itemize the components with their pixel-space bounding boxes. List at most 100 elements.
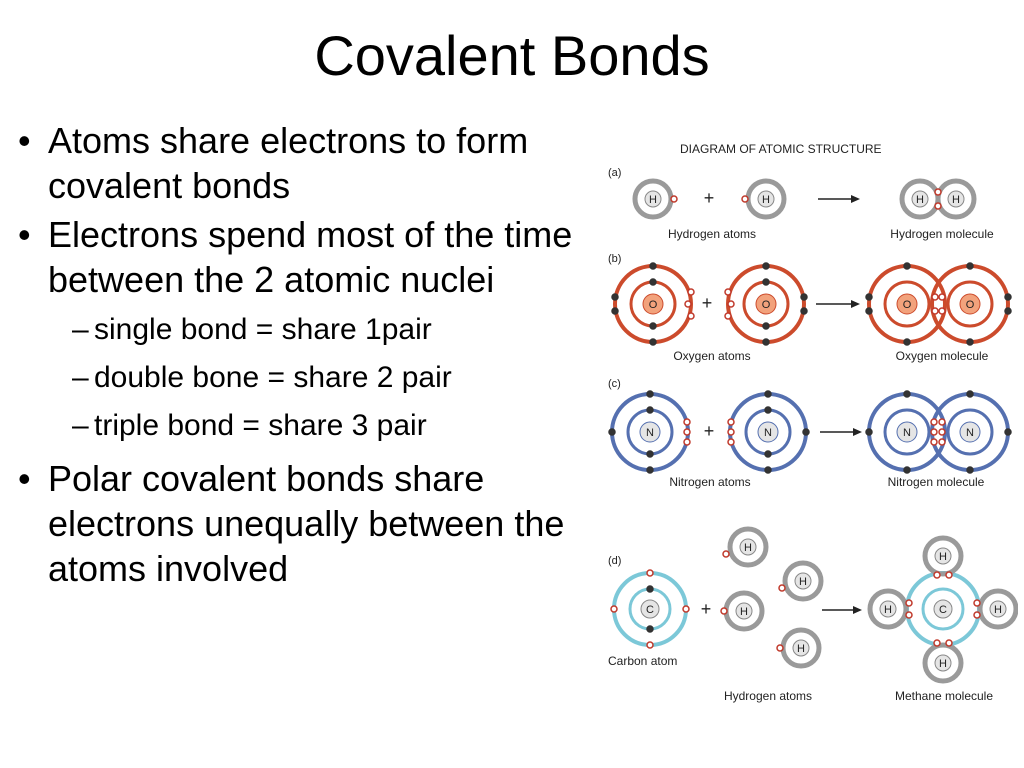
sub-bullet-item: – double bone = share 2 pair	[18, 360, 588, 396]
methane-molecule-caption: Methane molecule	[895, 689, 993, 703]
nitrogen-molecule-caption: Nitrogen molecule	[888, 475, 985, 489]
element-symbol: H	[740, 606, 748, 618]
shared-electron	[687, 288, 695, 296]
bullet-item: • Polar covalent bonds share electrons u…	[18, 456, 588, 591]
element-symbol: H	[649, 194, 657, 206]
electron	[646, 390, 654, 398]
shared-electron	[724, 288, 732, 296]
hydrogen-shell	[727, 526, 769, 568]
shared-electron	[930, 438, 938, 446]
shared-electron	[905, 611, 913, 619]
hydrogen-nucleus	[947, 190, 965, 208]
panel-b-letter: (b)	[608, 253, 621, 265]
nitrogen-nucleus	[639, 421, 661, 443]
electron	[903, 466, 911, 474]
reaction-arrow-d	[822, 606, 862, 614]
shared-electron	[934, 188, 942, 196]
element-symbol: C	[939, 604, 947, 616]
electron	[611, 307, 619, 315]
shared-electron	[933, 639, 941, 647]
shared-electron	[683, 428, 691, 436]
nitrogen-atoms-caption: Nitrogen atoms	[669, 475, 750, 489]
electron	[865, 293, 873, 301]
hydrogen-nucleus	[739, 538, 757, 556]
electron	[802, 428, 810, 436]
electron	[1004, 293, 1012, 301]
electron	[865, 307, 873, 315]
bullet-marker: •	[18, 214, 31, 255]
electron	[1004, 428, 1012, 436]
oxygen-nucleus	[896, 293, 918, 315]
shared-electron	[727, 438, 735, 446]
shared-electron	[945, 571, 953, 579]
oxygen-nucleus	[642, 293, 664, 315]
shared-electron	[973, 611, 981, 619]
element-symbol: O	[903, 299, 912, 311]
electron	[649, 322, 657, 330]
shared-electron	[646, 641, 654, 649]
hydrogen-nucleus	[792, 639, 810, 657]
hydrogen-shell	[977, 588, 1018, 630]
nitrogen-inner-shell	[883, 408, 931, 456]
electron	[762, 278, 770, 286]
shared-electron	[722, 550, 730, 558]
element-symbol: H	[939, 551, 947, 563]
electron	[762, 338, 770, 346]
shared-electron	[670, 195, 678, 203]
sub-bullet-marker: –	[72, 361, 89, 394]
shared-electron	[933, 571, 941, 579]
hydrogen-shell	[922, 535, 964, 577]
shared-electron	[930, 418, 938, 426]
electron	[800, 307, 808, 315]
element-symbol: N	[764, 427, 772, 439]
shared-electron	[778, 584, 786, 592]
element-symbol: H	[884, 604, 892, 616]
electron	[903, 338, 911, 346]
electron	[646, 585, 654, 593]
element-symbol: H	[952, 194, 960, 206]
shared-electron	[741, 195, 749, 203]
electron	[649, 278, 657, 286]
carbon-atom-caption: Carbon atom	[608, 654, 677, 668]
bullet-text: Polar covalent bonds share electrons une…	[48, 458, 565, 589]
sub-bullet-marker: –	[72, 313, 89, 346]
nitrogen-inner-shell	[946, 408, 994, 456]
element-symbol: H	[916, 194, 924, 206]
shared-electron	[683, 418, 691, 426]
oxygen-atoms-caption: Oxygen atoms	[673, 349, 750, 363]
electron	[611, 293, 619, 301]
hydrogen-nucleus	[735, 602, 753, 620]
element-symbol: N	[646, 427, 654, 439]
sub-bullet-item: – triple bond = share 3 pair	[18, 408, 588, 444]
electron	[649, 262, 657, 270]
bullet-item: • Atoms share electrons to form covalent…	[18, 118, 588, 208]
electron	[608, 428, 616, 436]
hydrogen-shell	[922, 642, 964, 684]
shared-electron	[930, 428, 938, 436]
electron	[646, 625, 654, 633]
hydrogen-nucleus	[879, 600, 897, 618]
carbon-nucleus	[933, 599, 953, 619]
diagram-heading: DIAGRAM OF ATOMIC STRUCTURE	[680, 142, 882, 156]
nitrogen-nucleus	[757, 421, 779, 443]
bullet-text: Electrons spend most of the time between…	[48, 214, 573, 300]
hydrogen-molecule-caption: Hydrogen molecule	[890, 227, 994, 241]
hydrogen-nucleus	[934, 654, 952, 672]
shared-electron	[687, 312, 695, 320]
shared-electron	[727, 300, 735, 308]
hydrogen-nucleus	[911, 190, 929, 208]
element-symbol: H	[799, 576, 807, 588]
electron	[865, 428, 873, 436]
oxygen-molecule-caption: Oxygen molecule	[896, 349, 989, 363]
shared-electron	[776, 644, 784, 652]
plus-sign-a: +	[704, 188, 715, 208]
shared-electron	[934, 202, 942, 210]
sub-bullet-marker: –	[72, 409, 89, 442]
hydrogen-nucleus	[989, 600, 1007, 618]
electron	[764, 390, 772, 398]
bullet-list: • Atoms share electrons to form covalent…	[18, 118, 588, 595]
electron	[646, 466, 654, 474]
hydrogen-atoms-caption-d: Hydrogen atoms	[724, 689, 812, 703]
shared-electron	[938, 293, 946, 301]
hydrogen-atoms-caption: Hydrogen atoms	[668, 227, 756, 241]
